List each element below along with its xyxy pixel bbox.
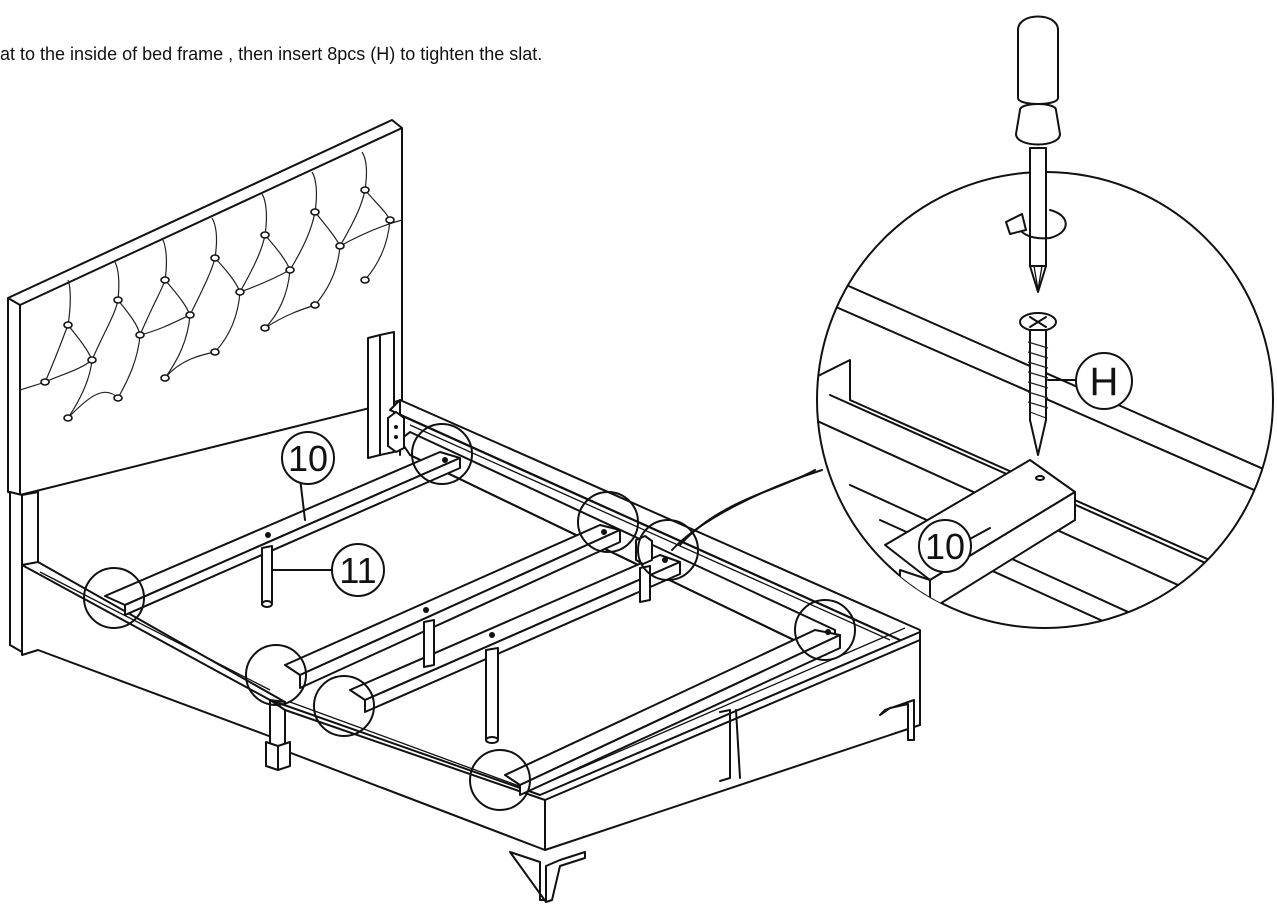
support-legs — [261, 545, 651, 744]
joint-circle — [313, 675, 375, 737]
screwdriver — [1015, 15, 1061, 293]
joint-circle — [637, 519, 699, 581]
slats — [104, 411, 841, 796]
tufting-buttons — [40, 186, 395, 422]
joint-circle — [469, 749, 531, 811]
joint-circle — [577, 491, 639, 553]
slat — [104, 451, 461, 616]
headboard — [7, 119, 403, 653]
callout-label-support-leg: 11 — [339, 550, 376, 591]
joint-circle — [794, 599, 856, 661]
callout-slat: 10 — [281, 431, 335, 521]
callout-label-slat: 10 — [288, 438, 328, 479]
instruction-text: at to the inside of bed frame , then ins… — [0, 44, 543, 64]
screw — [1019, 312, 1057, 456]
callout-screw: H — [1047, 352, 1133, 410]
callout-label-screw: H — [1090, 360, 1119, 404]
slat — [504, 629, 841, 796]
bed-frame — [21, 399, 921, 903]
joint-highlights — [83, 423, 856, 811]
joint-circle — [83, 567, 145, 629]
callout-support-leg: 11 — [271, 543, 385, 597]
rotation-arrow-icon — [1005, 209, 1067, 240]
joint-circle — [411, 423, 473, 485]
callout-detail-slat: 10 — [918, 519, 991, 573]
slat — [284, 524, 621, 689]
detail-view: H 10 — [816, 15, 1274, 629]
detail-leader — [679, 469, 816, 546]
joint-circle — [245, 644, 307, 706]
callout-label-detail-slat: 10 — [925, 526, 965, 567]
